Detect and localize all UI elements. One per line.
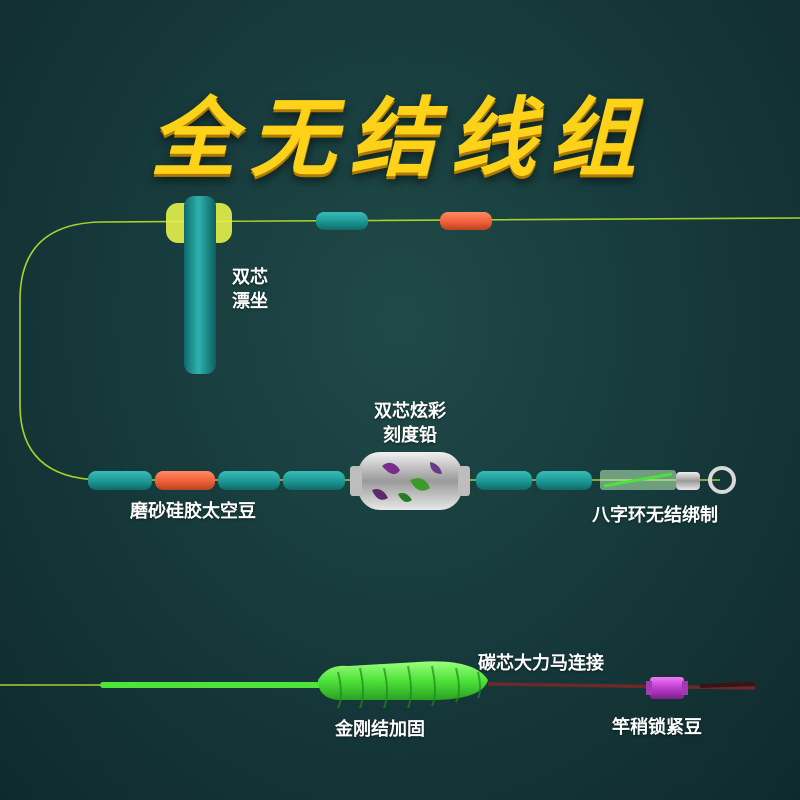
sinker-label: 双芯炫彩 刻度铅: [364, 400, 456, 448]
bead-teal-top: [316, 212, 368, 230]
bead-teal-1: [88, 471, 152, 490]
bead-teal-4: [476, 471, 532, 490]
sinker-label-line1: 双芯炫彩: [374, 401, 446, 422]
sinker-icon: [350, 452, 470, 510]
bead-orange-1: [155, 471, 215, 490]
lock-bead-label: 竿稍锁紧豆: [612, 717, 702, 738]
swivel-label: 八字环无结绑制: [592, 505, 718, 526]
bead-teal-3: [283, 471, 345, 490]
main-line: [19, 217, 800, 481]
float-seat-label-line1: 双芯: [232, 267, 268, 288]
sinker-label-line2: 刻度铅: [383, 425, 437, 446]
carbon-label: 碳芯大力马连接: [478, 653, 604, 674]
green-tube: [100, 682, 330, 688]
float-seat-label-line2: 漂坐: [232, 291, 268, 312]
float-seat-label: 双芯 漂坐: [232, 266, 268, 314]
bead-teal-5: [536, 471, 592, 490]
bead-teal-2: [218, 471, 280, 490]
knot-label: 金刚结加固: [335, 719, 425, 740]
float-seat-icon: [166, 196, 232, 374]
knot-icon: [318, 661, 488, 709]
beads-label: 磨砂硅胶太空豆: [130, 501, 256, 522]
page-title: 全无结线组: [150, 89, 650, 189]
bead-orange-top: [440, 212, 492, 230]
lock-bead-icon: [650, 677, 684, 699]
swivel-icon: [600, 466, 736, 494]
